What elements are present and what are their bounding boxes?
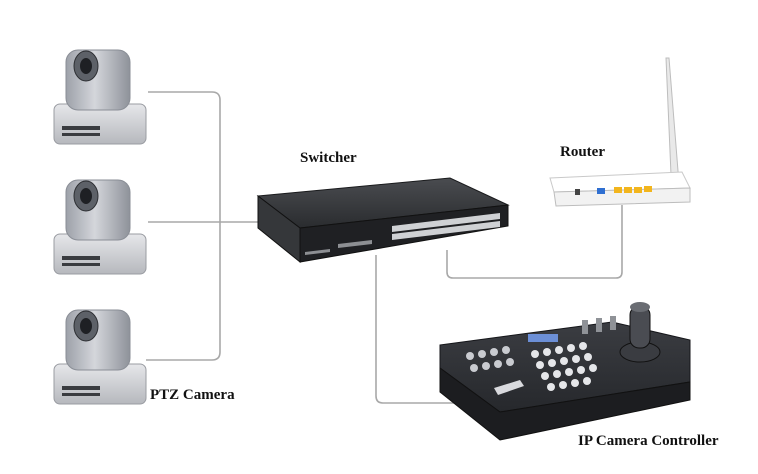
controller-knobs bbox=[582, 316, 616, 334]
ptz-camera-3 bbox=[53, 309, 147, 405]
controller-joystick bbox=[629, 305, 651, 349]
ip-camera-controller bbox=[439, 302, 691, 441]
router-ports bbox=[614, 186, 652, 193]
cable-switch-router bbox=[446, 205, 623, 279]
router-label: Router bbox=[560, 144, 605, 160]
controller-display bbox=[528, 334, 558, 342]
controller-front bbox=[439, 367, 691, 441]
switcher-label: Switcher bbox=[300, 150, 357, 166]
switch-side bbox=[257, 194, 301, 264]
cables bbox=[146, 91, 623, 404]
ptz-camera-label: PTZ Camera bbox=[150, 387, 235, 403]
controller-keypad bbox=[531, 342, 597, 391]
network-switch bbox=[256, 177, 510, 264]
ip-camera-controller-label: IP Camera Controller bbox=[578, 433, 719, 449]
switch-ports bbox=[392, 213, 500, 240]
ptz-camera-2 bbox=[53, 179, 147, 275]
cable-switch-controller bbox=[375, 255, 468, 404]
cable-camera1-switch bbox=[146, 91, 221, 361]
controller-zoom-rocker bbox=[494, 380, 524, 395]
ptz-camera-1 bbox=[53, 49, 147, 145]
wifi-router bbox=[549, 57, 691, 207]
